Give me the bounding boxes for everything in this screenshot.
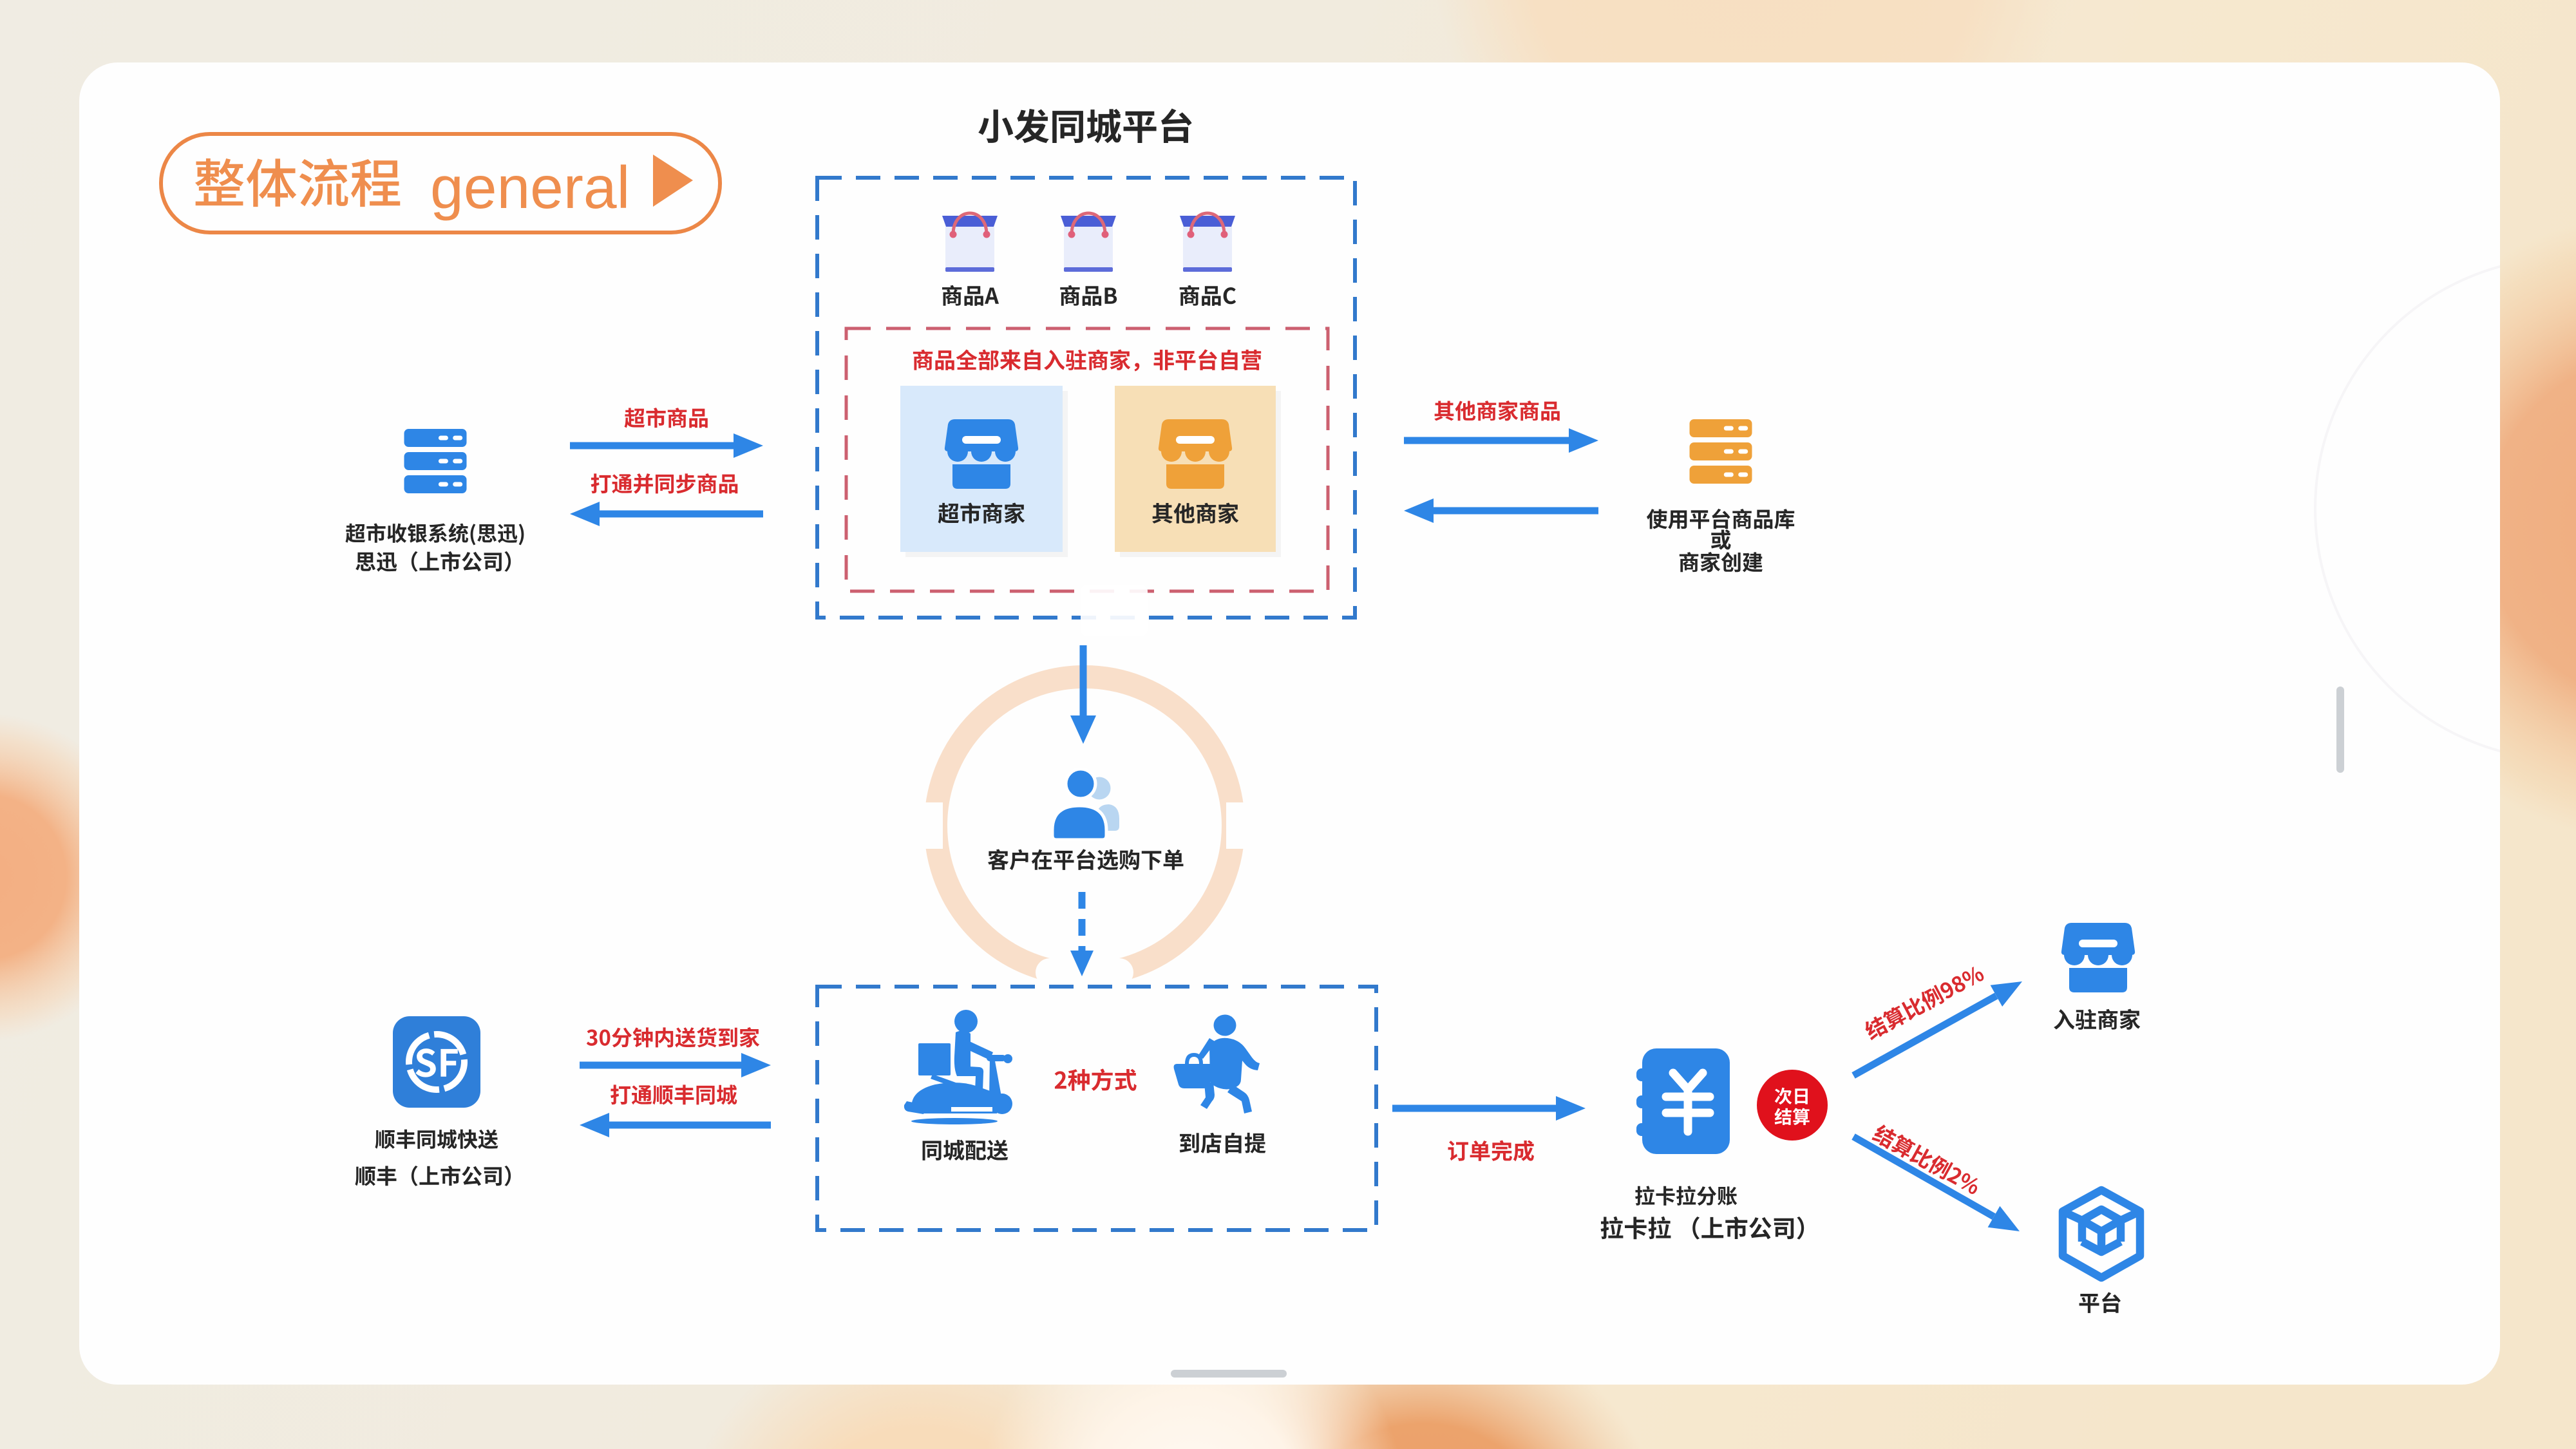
svg-text:general: general xyxy=(430,154,630,221)
